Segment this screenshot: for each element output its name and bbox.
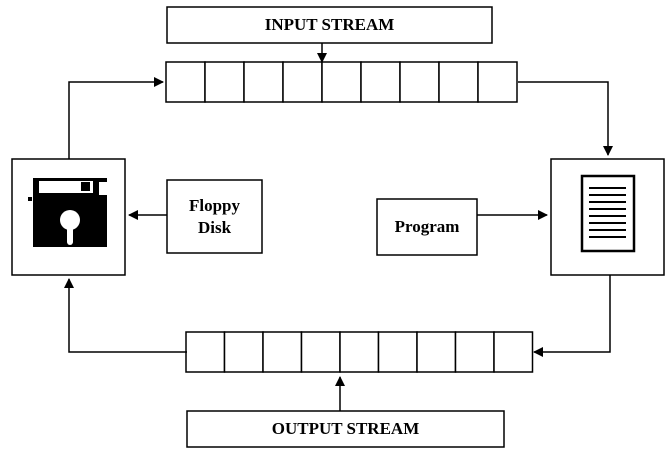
- output-queue-cell: [339, 331, 380, 373]
- input-queue-cell: [438, 61, 479, 103]
- output-queue-cell: [262, 331, 303, 373]
- input-queue-cell: [399, 61, 440, 103]
- output-stream-box: [186, 410, 505, 448]
- output-queue-cell: [416, 331, 457, 373]
- input-stream-label: INPUT STREAM: [264, 15, 395, 35]
- arrow-input-queue-to-document: [518, 81, 613, 156]
- output-stream-label: OUTPUT STREAM: [271, 419, 420, 439]
- document-icon: [580, 174, 636, 253]
- arrow-floppy-to-input-queue: [68, 77, 164, 159]
- arrow-output-queue-to-floppy: [64, 278, 187, 353]
- program-label: Program: [394, 217, 460, 237]
- output-queue-cell: [223, 331, 264, 373]
- program-box: [376, 198, 478, 256]
- output-queue-cell: [454, 331, 495, 373]
- arrow-document-to-output-queue: [533, 275, 611, 357]
- input-queue-cell: [282, 61, 323, 103]
- floppy-disk-label-line2: Disk: [197, 217, 232, 237]
- output-queue-cell: [185, 331, 226, 373]
- input-queue-cell: [243, 61, 284, 103]
- output-queue-cell: [377, 331, 418, 373]
- input-queue-cell: [360, 61, 401, 103]
- input-stream-box: [166, 6, 493, 44]
- input-queue-cell: [477, 61, 518, 103]
- input-queue-cell: [165, 61, 206, 103]
- floppy-disk-icon: [28, 178, 107, 247]
- input-queue-cell: [321, 61, 362, 103]
- output-queue-cell: [300, 331, 341, 373]
- input-queue-cell: [204, 61, 245, 103]
- output-queue-cell: [493, 331, 534, 373]
- floppy-disk-label-line1: Floppy: [188, 196, 241, 216]
- output-queue: [185, 331, 534, 373]
- input-queue: [165, 61, 518, 103]
- floppy-disk-label-box: [166, 179, 263, 254]
- floppy-disk-label: Floppy Disk: [167, 180, 262, 253]
